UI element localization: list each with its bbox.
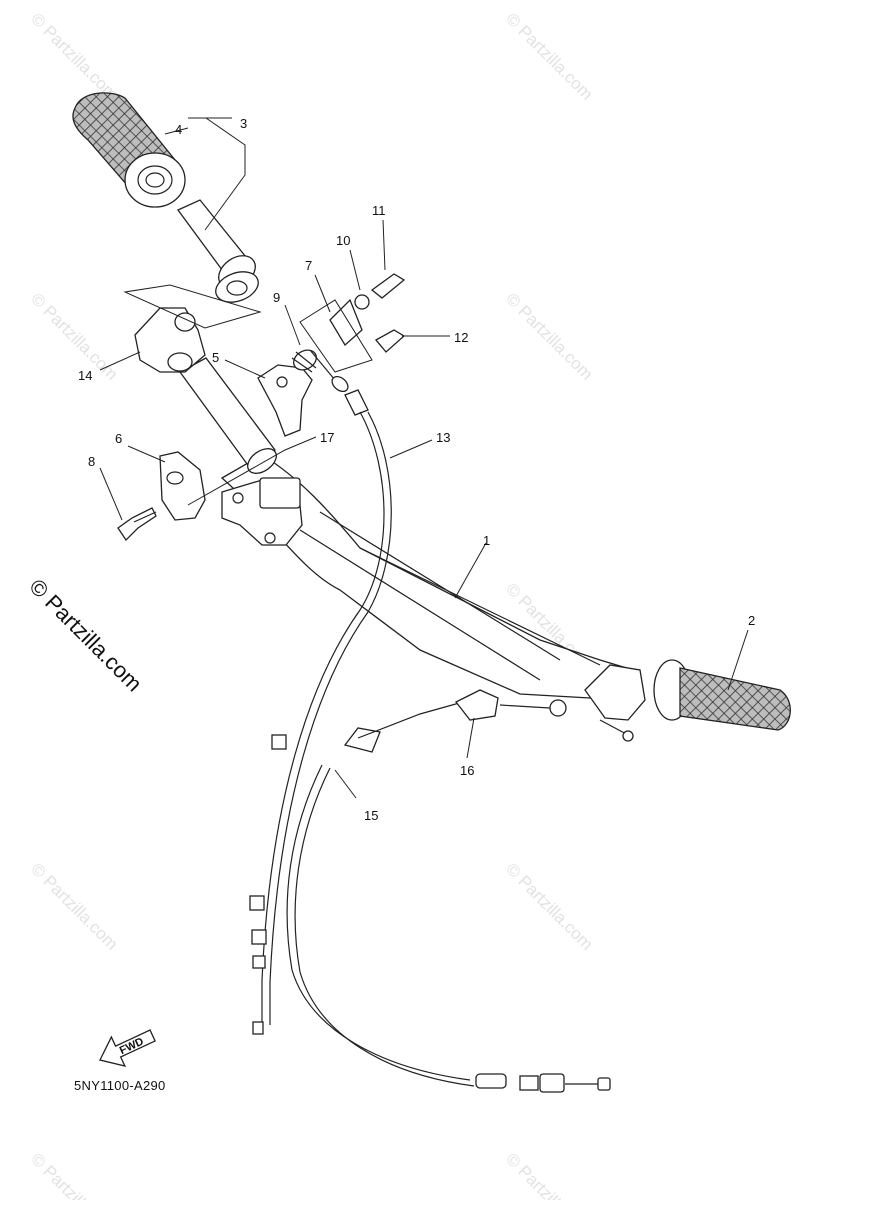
diagram-code: 5NY1100-A290 (74, 1078, 166, 1093)
callout-1: 1 (483, 533, 490, 548)
screw-11 (370, 273, 406, 299)
clutch-adjuster (455, 689, 567, 721)
screw-12 (374, 329, 406, 353)
right-grip (653, 659, 791, 731)
watermark: © Partzilla.com (27, 289, 121, 383)
watermark: © Partzilla.com (502, 859, 596, 953)
callout-6: 6 (115, 431, 122, 446)
clutch-cable (286, 699, 611, 1093)
callout-5: 5 (212, 350, 219, 365)
callout-15: 15 (364, 808, 378, 823)
callout-4: 4 (175, 122, 182, 137)
callout-16: 16 (460, 763, 474, 778)
callout-13: 13 (436, 430, 450, 445)
cable-guide (257, 364, 313, 437)
callout-12: 12 (454, 330, 468, 345)
callout-10: 10 (336, 233, 350, 248)
side-watermark: © Partzilla.com (24, 574, 147, 697)
bolt-8 (117, 507, 157, 542)
collar-10 (354, 294, 370, 310)
throttle-housing-upper (123, 284, 262, 373)
clamp-housing (221, 477, 303, 546)
callout-2: 2 (748, 613, 755, 628)
throttle-cable (249, 349, 392, 1035)
callout-3: 3 (240, 116, 247, 131)
watermark: © Partzilla.com (27, 9, 121, 103)
watermark: © Partzilla.com (502, 289, 596, 383)
clutch-perch (584, 664, 646, 742)
throttle-housing-lower (159, 451, 206, 521)
bracket-7 (299, 298, 373, 373)
watermark: © Partzilla.com (502, 9, 596, 103)
adjuster-9 (291, 349, 317, 373)
callout-11: 11 (372, 203, 386, 218)
callout-14: 14 (78, 368, 92, 383)
callout-9: 9 (273, 290, 280, 305)
callout-labels: 1 2 3 4 5 6 7 8 9 10 11 12 13 14 15 16 1… (78, 116, 755, 823)
callout-17: 17 (320, 430, 334, 445)
throttle-tube (177, 199, 259, 303)
watermark-group: © Partzilla.com © Partzilla.com © Partzi… (27, 9, 596, 1205)
watermark: © Partzilla.com (27, 859, 121, 953)
fwd-arrow: FWD (99, 1029, 156, 1067)
callout-7: 7 (305, 258, 312, 273)
watermark: © Partzilla.com (502, 1149, 596, 1200)
left-grip (72, 92, 186, 208)
callout-8: 8 (88, 454, 95, 469)
watermark: © Partzilla.com (27, 1149, 121, 1200)
leader-lines (99, 117, 749, 799)
fwd-label: FWD (118, 1036, 146, 1057)
